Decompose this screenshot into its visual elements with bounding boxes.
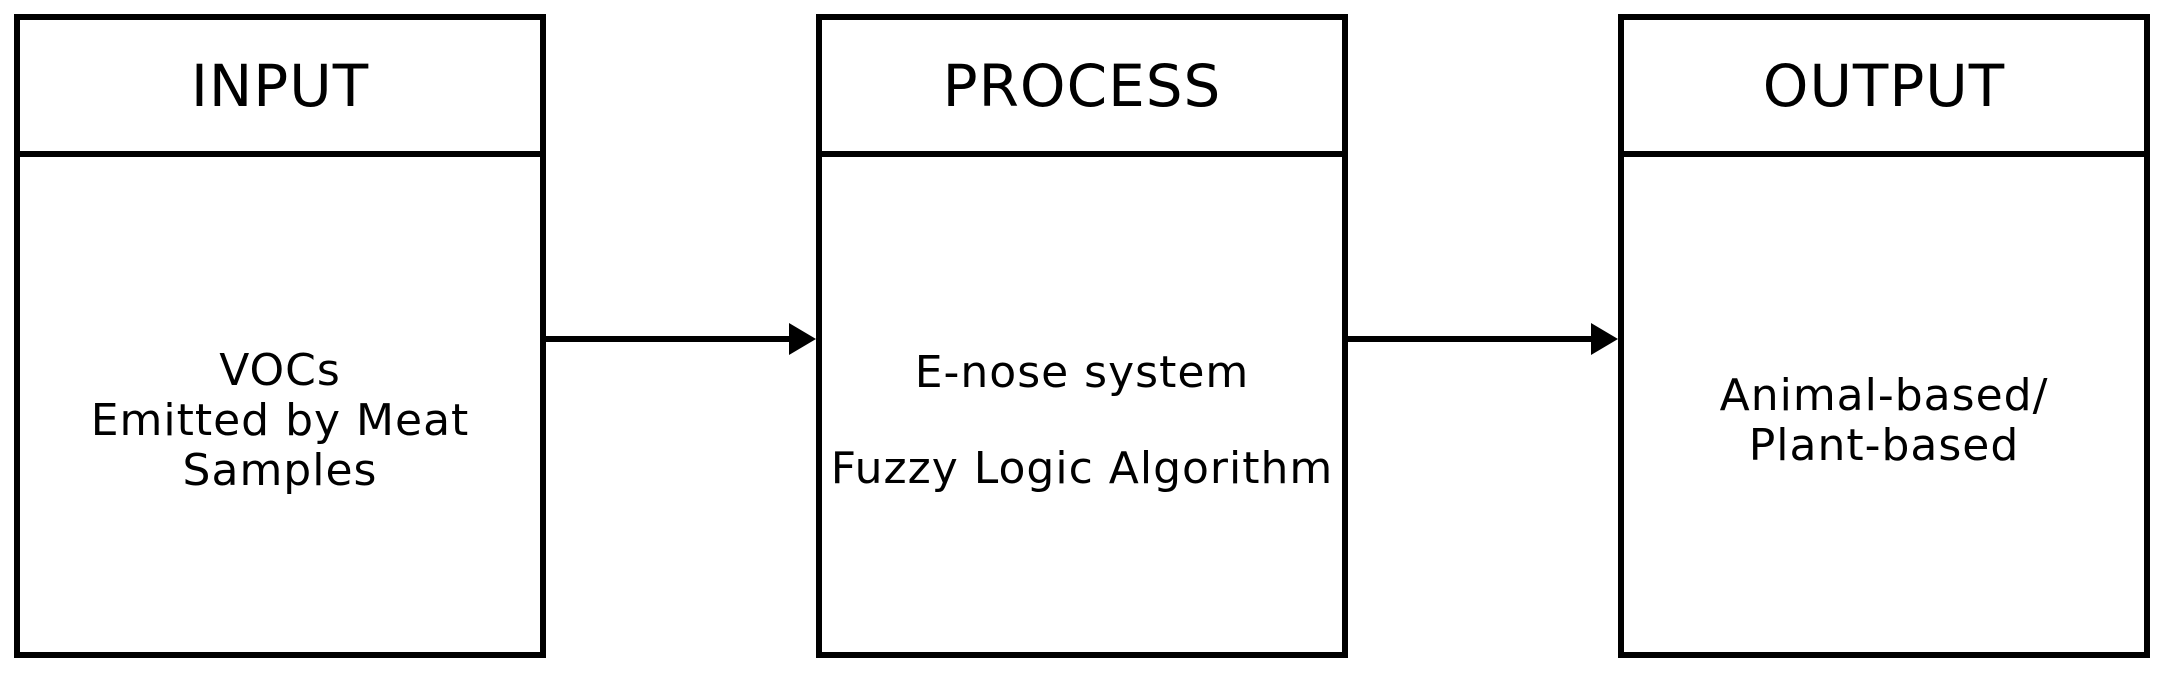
- process-box: PROCESS E-nose system Fuzzy Logic Algori…: [816, 14, 1348, 658]
- arrowhead-right-icon: [1591, 323, 1618, 355]
- input-body-line: Emitted by Meat: [90, 394, 470, 446]
- process-box-header: PROCESS: [822, 20, 1342, 157]
- process-box-title: PROCESS: [942, 51, 1222, 120]
- input-box-body: VOCs Emitted by Meat Samples: [20, 157, 540, 652]
- input-box-header: INPUT: [20, 20, 540, 157]
- arrow-shaft: [546, 336, 792, 342]
- arrow-shaft: [1348, 336, 1594, 342]
- input-box: INPUT VOCs Emitted by Meat Samples: [14, 14, 546, 658]
- output-box-body: Animal-based/ Plant-based: [1624, 157, 2144, 652]
- input-body-line: Samples: [182, 444, 378, 496]
- process-body-line: E-nose system: [914, 346, 1250, 398]
- arrow-input-to-process: [546, 323, 816, 355]
- input-box-title: INPUT: [190, 51, 370, 120]
- output-box: OUTPUT Animal-based/ Plant-based: [1618, 14, 2150, 658]
- output-body-line: Animal-based/: [1719, 369, 2049, 421]
- output-box-title: OUTPUT: [1762, 51, 2006, 120]
- arrow-process-to-output: [1348, 323, 1618, 355]
- output-body-line: Plant-based: [1748, 419, 2020, 471]
- input-body-line: VOCs: [219, 344, 341, 396]
- output-box-header: OUTPUT: [1624, 20, 2144, 157]
- process-body-line: Fuzzy Logic Algorithm: [830, 442, 1334, 494]
- arrowhead-right-icon: [789, 323, 816, 355]
- process-box-body: E-nose system Fuzzy Logic Algorithm: [822, 157, 1342, 652]
